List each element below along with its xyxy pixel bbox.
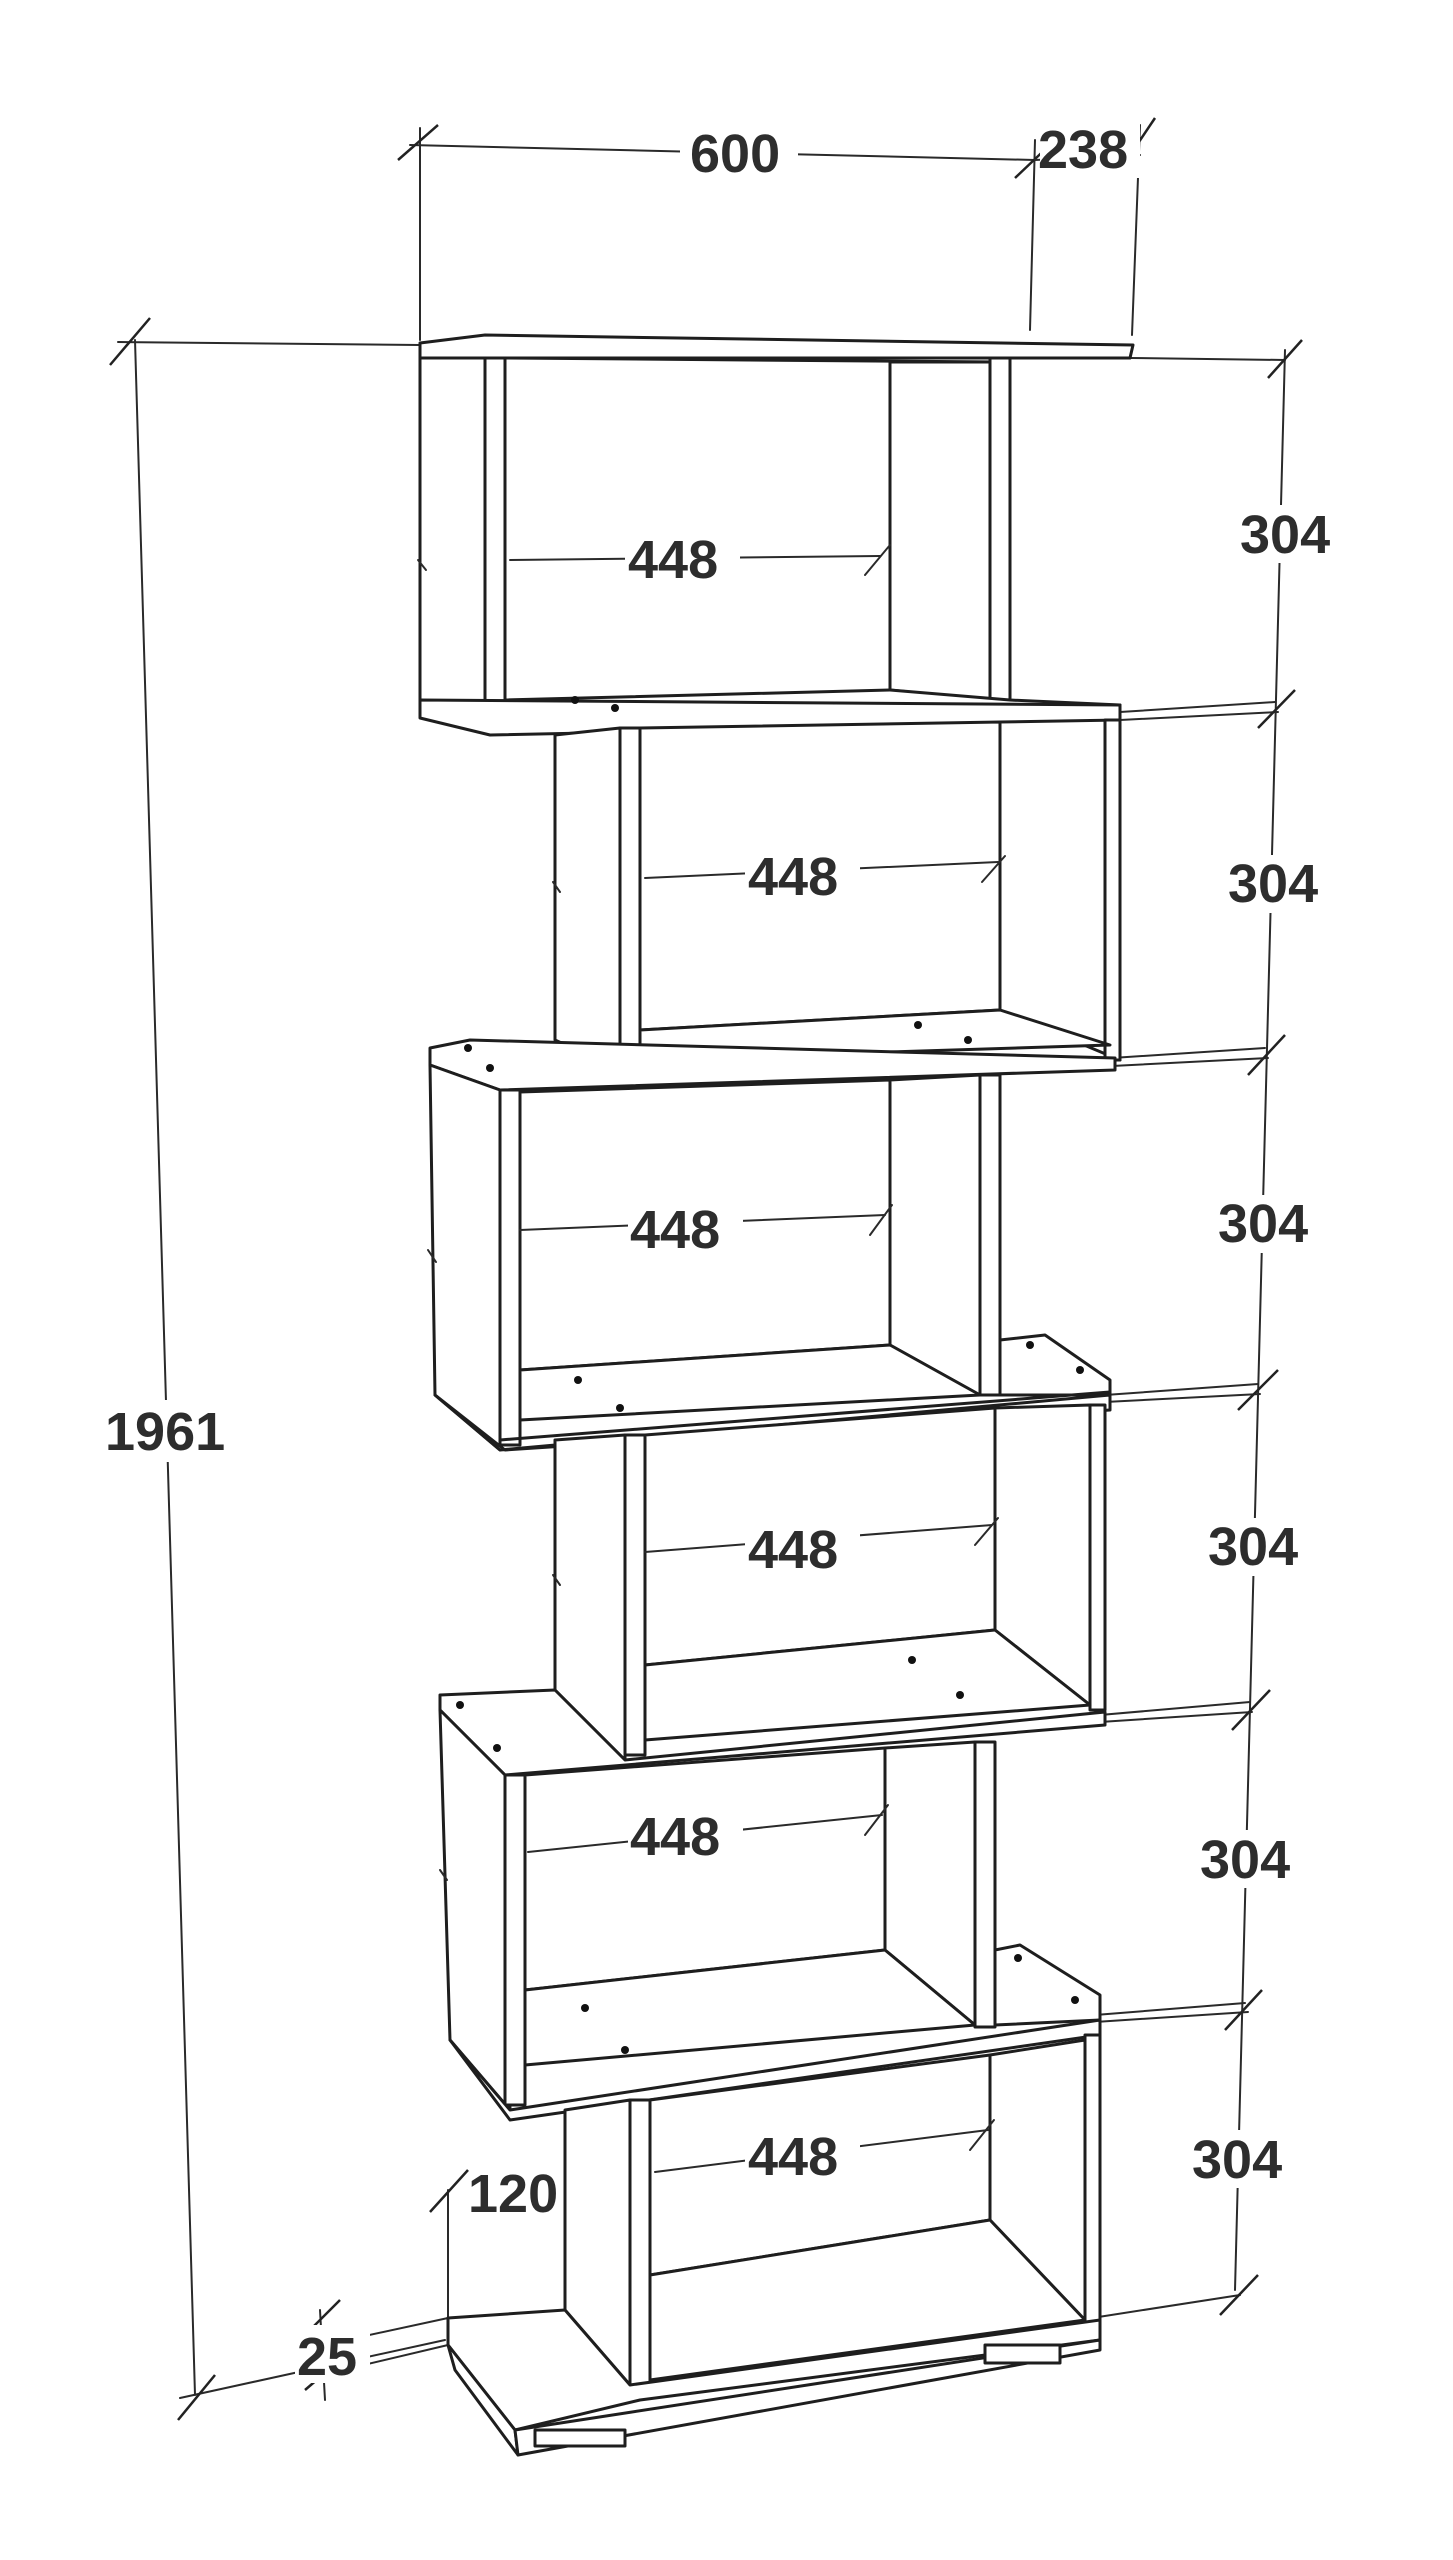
compartment-1	[418, 356, 1122, 737]
compartment-height-label-1: 304	[1240, 505, 1330, 565]
compartment-height-label-3: 304	[1218, 1194, 1308, 1254]
inner-width-label-6: 448	[748, 2127, 838, 2187]
plinth	[446, 2308, 1102, 2457]
plinth-height-label: 120	[468, 2164, 558, 2224]
inner-width-label-4: 448	[748, 1520, 838, 1580]
top-panel	[418, 333, 1135, 360]
compartment-6	[563, 2033, 1102, 2387]
side-marks	[417, 559, 561, 1881]
height-label: 1961	[105, 1402, 225, 1462]
inner-width-label-1: 448	[628, 530, 718, 590]
compartment-height-label-6: 304	[1192, 2130, 1282, 2190]
compartment-height-label-4: 304	[1208, 1517, 1298, 1577]
depth-label: 238	[1038, 120, 1128, 180]
plinth-offset-label: 25	[297, 2327, 357, 2387]
compartment-3	[428, 1038, 1117, 1452]
compartment-height-label-5: 304	[1200, 1830, 1290, 1890]
inner-width-label-5: 448	[630, 1807, 720, 1867]
dimension-labels: 600 238 1961 120 25 448 448 448 448 448 …	[100, 118, 1350, 2387]
inner-width-label-2: 448	[748, 847, 838, 907]
width-label: 600	[690, 124, 780, 184]
compartment-4	[553, 1403, 1107, 1762]
compartment-height-label-2: 304	[1228, 854, 1318, 914]
inner-width-label-3: 448	[630, 1200, 720, 1260]
compartment-5	[438, 1688, 1107, 2122]
